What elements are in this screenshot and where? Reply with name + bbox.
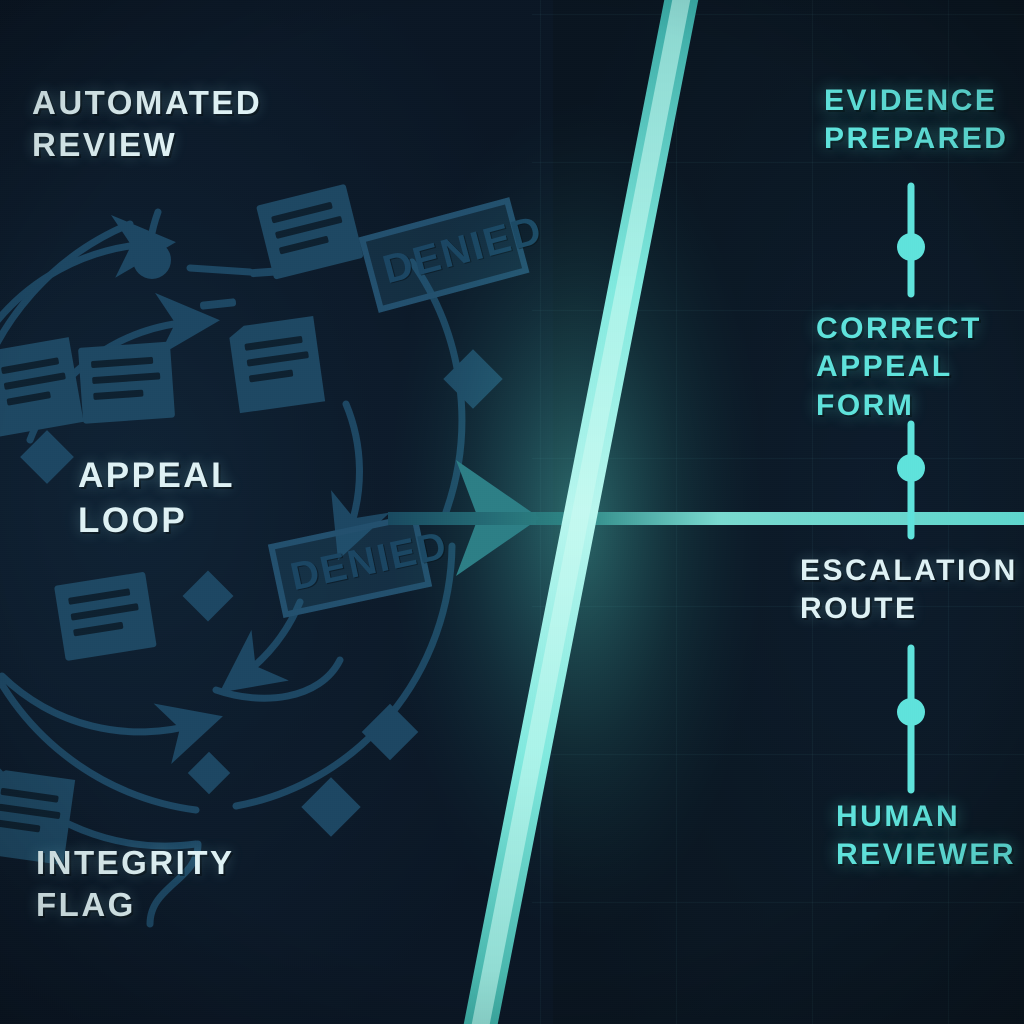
timeline-node [897, 233, 925, 261]
label-evidence-prepared: EVIDENCE PREPARED [824, 84, 1009, 156]
label-correct-appeal-form: CORRECT APPEAL FORM [816, 312, 982, 422]
label-automated-review: AUTOMATED REVIEW [32, 84, 263, 164]
label-appeal-loop: APPEAL LOOP [78, 456, 235, 540]
timeline-node [897, 698, 925, 726]
label-escalation-route: ESCALATION ROUTE [800, 554, 1018, 626]
timeline-nodes [897, 233, 925, 726]
label-human-reviewer: HUMAN REVIEWER [836, 800, 1017, 872]
label-integrity-flag: INTEGRITY FLAG [36, 844, 235, 924]
timeline-node [897, 454, 925, 482]
